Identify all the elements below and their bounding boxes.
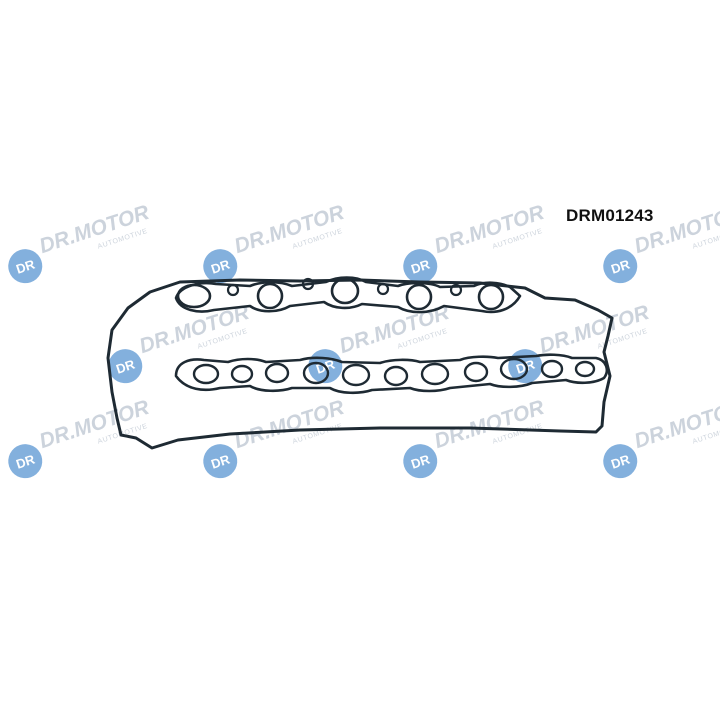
gasket-bolt-hole	[226, 283, 240, 297]
gasket-lower-ring	[463, 361, 489, 383]
watermark-circle-text: DR	[14, 256, 37, 276]
gasket-lower-ring	[302, 361, 330, 385]
watermark-circle-text: DR	[114, 356, 137, 376]
gasket-outer-seal	[106, 278, 614, 450]
gasket-lower-ring	[574, 360, 596, 378]
watermark-brand-text: DR.MOTOR	[137, 301, 253, 358]
watermark-brand-text: DR.MOTOR	[232, 396, 348, 453]
gasket-upper-ring	[477, 283, 505, 311]
watermark-brand-text: DR.MOTOR	[37, 396, 153, 453]
gasket-upper-ring	[256, 282, 284, 310]
gasket-bolt-hole	[376, 282, 390, 296]
watermark-brand-text: DR.MOTOR	[432, 396, 548, 453]
watermark-circle-text: DR	[409, 256, 432, 276]
gasket-upper-ring	[405, 283, 433, 311]
watermark-circle-text: DR	[409, 451, 432, 471]
gasket-upper-ring	[330, 277, 360, 305]
watermark-circle-text: DR	[609, 451, 632, 471]
watermark-circle-text: DR	[14, 451, 37, 471]
watermark-brand-text: DR.MOTOR	[232, 201, 348, 258]
valve-cover-gasket	[106, 276, 614, 450]
product-code-label: DRM01243	[566, 206, 654, 225]
watermark-circle-text: DR	[609, 256, 632, 276]
gasket-lower-ring	[420, 362, 450, 386]
watermark-brand-text: DR.MOTOR	[632, 396, 720, 453]
gasket-lower-ring	[192, 363, 220, 385]
gasket-lower-ring	[230, 364, 254, 384]
gasket-upper-ring	[176, 283, 212, 309]
gasket-lower-ring	[383, 365, 409, 387]
watermark-circle-text: DR	[209, 451, 232, 471]
gasket-bolt-hole	[449, 283, 463, 297]
gasket-lower-ring	[341, 363, 371, 387]
gasket-upper-strip	[174, 276, 522, 314]
gasket-bolt-hole	[301, 277, 315, 291]
watermark-brand-text: DR.MOTOR	[37, 201, 153, 258]
gasket-lower-strip	[174, 353, 609, 395]
gasket-lower-ring	[264, 362, 290, 384]
gasket-lower-ring	[540, 359, 564, 379]
watermark-brand-text: DR.MOTOR	[432, 201, 548, 258]
gasket-lower-ring	[499, 357, 529, 381]
watermark-circle-text: DR	[209, 256, 232, 276]
